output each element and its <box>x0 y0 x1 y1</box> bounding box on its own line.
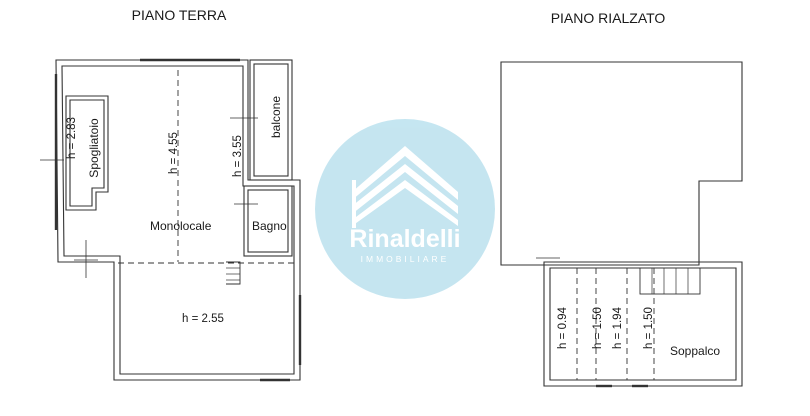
upper-height-3: h = 1.94 <box>612 306 624 348</box>
roof-icon <box>352 146 458 228</box>
upper-floor-plan <box>500 61 743 388</box>
room-label-soppalco: Soppalco <box>670 344 720 358</box>
ground-height-2: h = 4.55 <box>168 132 180 174</box>
balcony-outline <box>249 59 293 181</box>
bathroom-wall <box>243 185 293 257</box>
upper-height-4: h = 1.50 <box>643 307 655 349</box>
balcony-inner <box>253 63 289 177</box>
ground-inner-wall <box>61 65 295 375</box>
dressing-room-wall <box>65 95 109 211</box>
ground-height-3: h = 3.55 <box>232 135 244 177</box>
mezzanine-wall <box>543 261 743 387</box>
ground-height-4: h = 2.55 <box>182 313 224 325</box>
room-label-monolocale: Monolocale <box>150 219 212 233</box>
upper-stair <box>639 267 701 295</box>
ground-floor-plan <box>40 58 302 382</box>
stair-outline <box>226 261 241 285</box>
room-label-spogliatoio: Spogliatoio <box>87 118 101 178</box>
upper-height-1: h = 0.94 <box>557 306 569 348</box>
ground-floor-title: PIANO TERRA <box>132 7 227 23</box>
watermark-circle <box>315 119 495 299</box>
ground-height-1: h = 2.83 <box>66 117 78 159</box>
room-label-balcone: balcone <box>269 96 283 138</box>
bathroom-inner <box>247 189 289 253</box>
upper-height-2: h = 1.50 <box>592 307 604 349</box>
room-label-bagno: Bagno <box>252 219 287 233</box>
ground-outer-wall <box>55 59 301 381</box>
dressing-room-inner <box>69 99 105 207</box>
watermark-logo: Rinaldelli IMMOBILIARE <box>315 119 495 299</box>
watermark-tagline: IMMOBILIARE <box>361 254 450 264</box>
watermark-brand: Rinaldelli <box>349 225 460 253</box>
upper-outer-outline <box>500 61 743 266</box>
upper-floor-title: PIANO RIALZATO <box>551 10 666 26</box>
